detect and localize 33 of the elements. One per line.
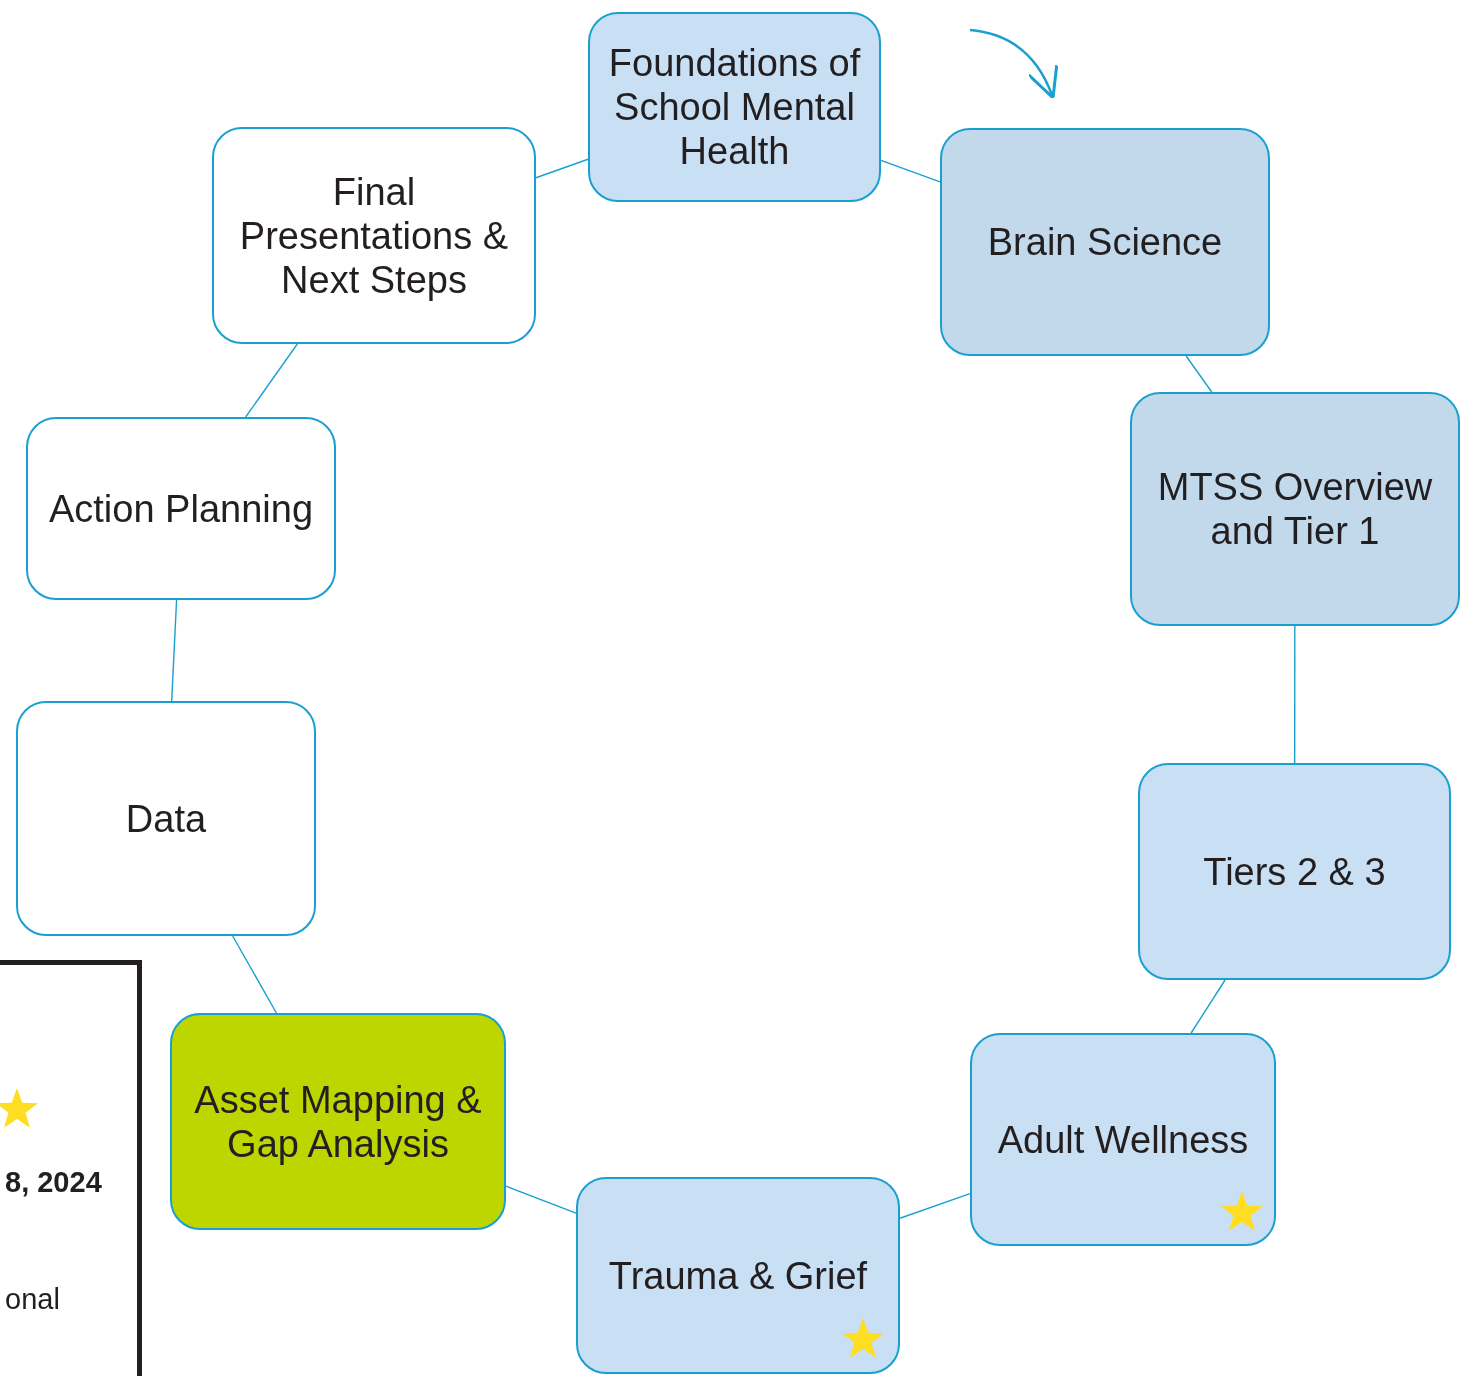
connector-line: [505, 1185, 577, 1214]
info-panel: [0, 960, 142, 1376]
connector-line: [899, 1192, 971, 1219]
connector-line: [1293, 625, 1296, 764]
connector-line: [245, 343, 298, 418]
topic-label: Data: [124, 796, 208, 841]
topic-box: [170, 1013, 506, 1230]
topic-box: [1130, 392, 1460, 626]
connector-line: [232, 935, 278, 1014]
topic-box: [212, 127, 536, 344]
topic-box: [16, 701, 316, 936]
topic-box: [1138, 763, 1451, 980]
topic-label: Asset Mapping & Gap Analysis: [193, 1077, 483, 1166]
connector-line: [880, 159, 941, 183]
topic-box: [940, 128, 1270, 356]
topic-box: [26, 417, 336, 600]
topic-label: MTSS Overview and Tier 1: [1156, 465, 1434, 553]
topic-box: [970, 1033, 1276, 1246]
topic-label: Action Planning: [47, 486, 315, 531]
connector-line: [171, 599, 178, 702]
connector-line: [535, 158, 589, 179]
topic-label: Trauma & Grief: [607, 1253, 869, 1298]
topic-box: [576, 1177, 900, 1374]
topic-label: Foundations of School Mental Health: [607, 41, 862, 173]
topic-box: [588, 12, 881, 202]
connector-line: [1185, 355, 1213, 393]
topic-label: Brain Science: [986, 220, 1224, 264]
topic-label: Final Presentations & Next Steps: [238, 169, 510, 302]
panel-text: 8, 2024: [5, 1165, 102, 1200]
topic-label: Tiers 2 & 3: [1202, 849, 1387, 894]
connector-line: [1190, 979, 1226, 1034]
topic-label: Adult Wellness: [996, 1117, 1250, 1162]
panel-text: onal: [5, 1282, 60, 1317]
